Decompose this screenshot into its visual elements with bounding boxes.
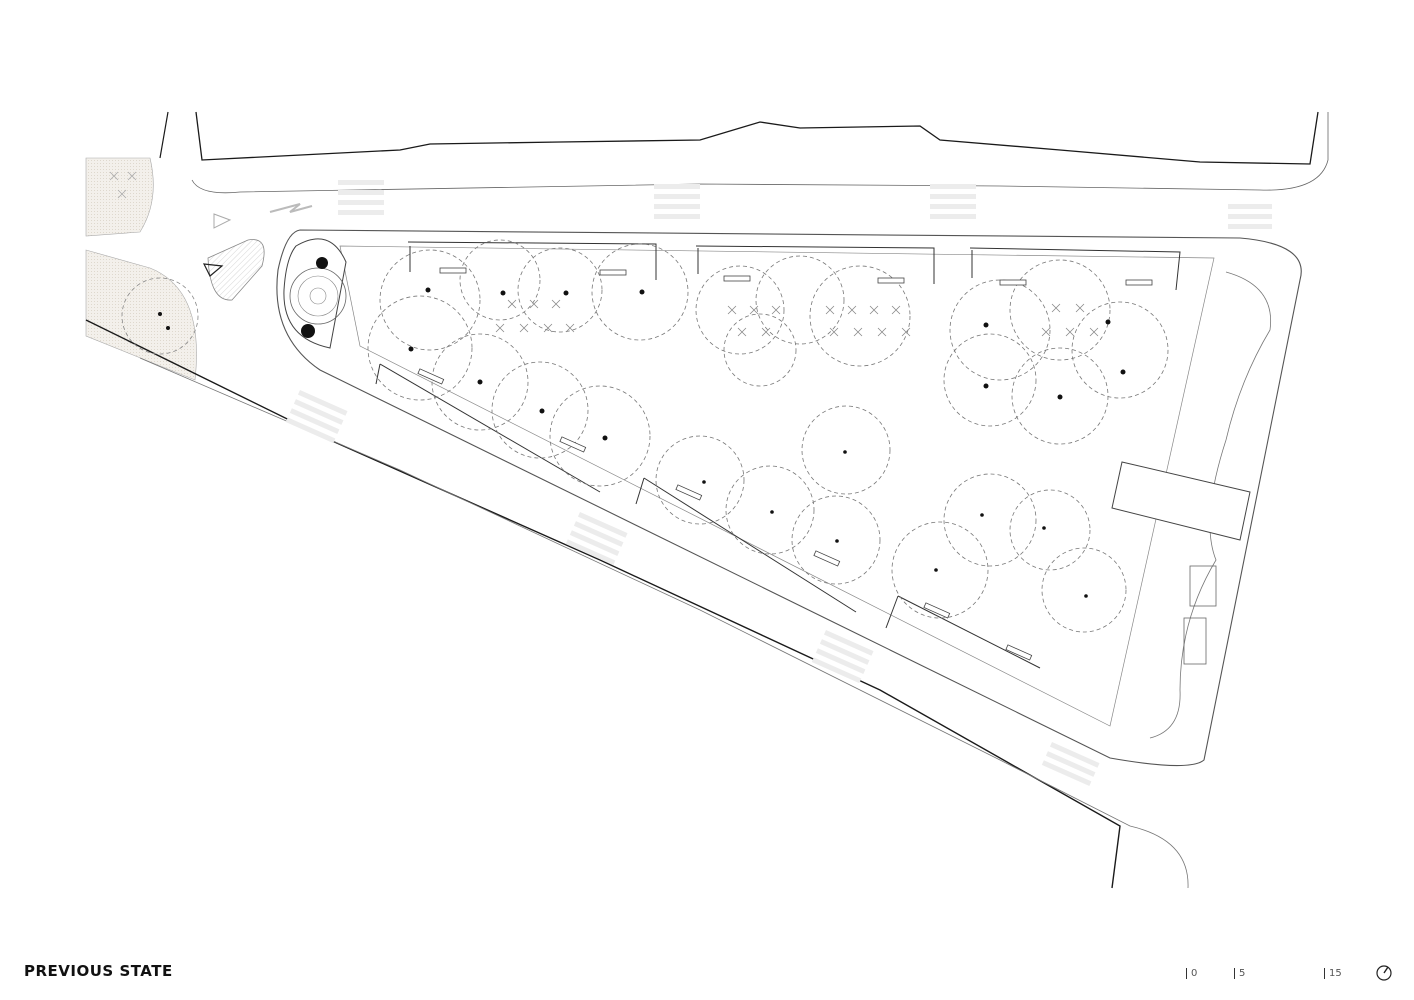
scale-tick-15 [1324, 968, 1325, 979]
street-edge-inner [139, 357, 1189, 889]
crosswalks [285, 180, 1272, 786]
planting-beds [375, 241, 1181, 669]
top-sidewalk [191, 112, 1329, 194]
park-boundary [276, 229, 1302, 767]
left-spots [121, 277, 199, 355]
direction-arrow-icon [269, 203, 313, 213]
tree-canopies [367, 239, 1169, 633]
tables [495, 299, 1099, 337]
left-paving [85, 157, 197, 381]
tree-trunks [408, 287, 1126, 598]
rotunda [283, 238, 347, 349]
park-inner-edge [339, 245, 1215, 727]
scale-label-0: 0 [1191, 968, 1198, 979]
benches [417, 267, 1153, 661]
corner-tables [109, 171, 137, 199]
scale-tick-0 [1186, 968, 1187, 979]
yield-triangle-icon [202, 263, 224, 277]
building-outline-top [195, 111, 1319, 165]
scale-label-5: 5 [1239, 968, 1246, 979]
traffic-island [207, 239, 265, 301]
drawing-title: PREVIOUS STATE [24, 962, 173, 980]
yield-triangle-icon-2 [213, 213, 232, 229]
scale-label-15: 15 [1329, 968, 1342, 979]
north-arrow-icon [1376, 965, 1392, 981]
scale-tick-5 [1234, 968, 1235, 979]
